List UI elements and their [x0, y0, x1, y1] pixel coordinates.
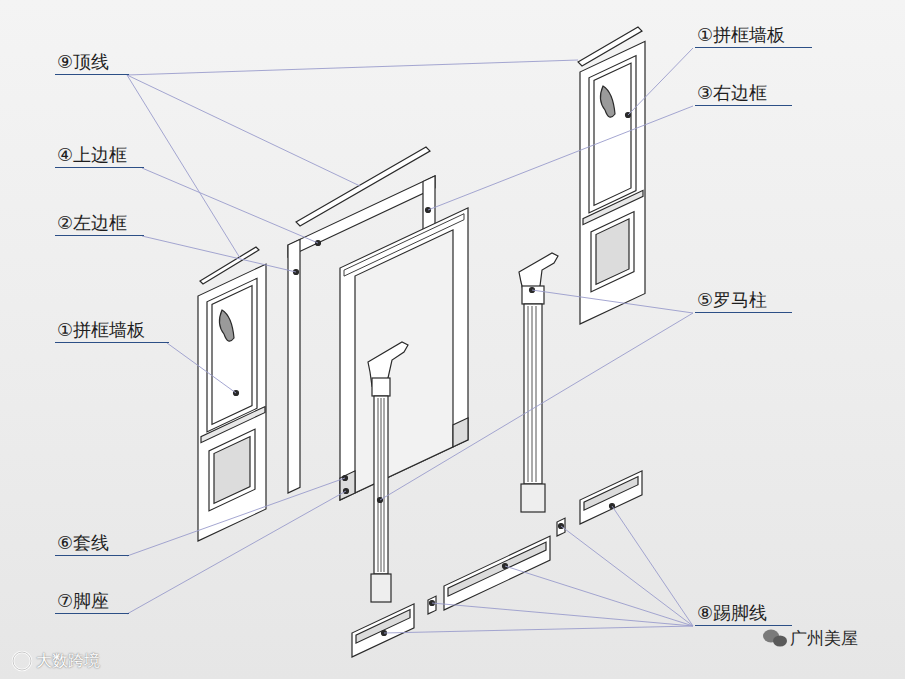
part-label: ⑧踢脚线 [695, 601, 792, 626]
part-label: ⑥套线 [55, 531, 129, 556]
part-label: ③右边框 [695, 81, 792, 106]
part-label: ①拼框墙板 [55, 318, 169, 343]
part-label: ⑦脚座 [55, 589, 129, 614]
watermark: 大数跨境 [36, 651, 100, 672]
part-label: ②左边框 [55, 211, 144, 236]
watermark: 广州美屋 [790, 627, 858, 650]
part-label: ⑤罗马柱 [695, 288, 792, 313]
watermark-logo [13, 630, 787, 671]
part-label: ⑨顶线 [55, 50, 129, 75]
part-label: ④上边框 [55, 143, 144, 168]
part-label: ①拼框墙板 [695, 23, 812, 48]
